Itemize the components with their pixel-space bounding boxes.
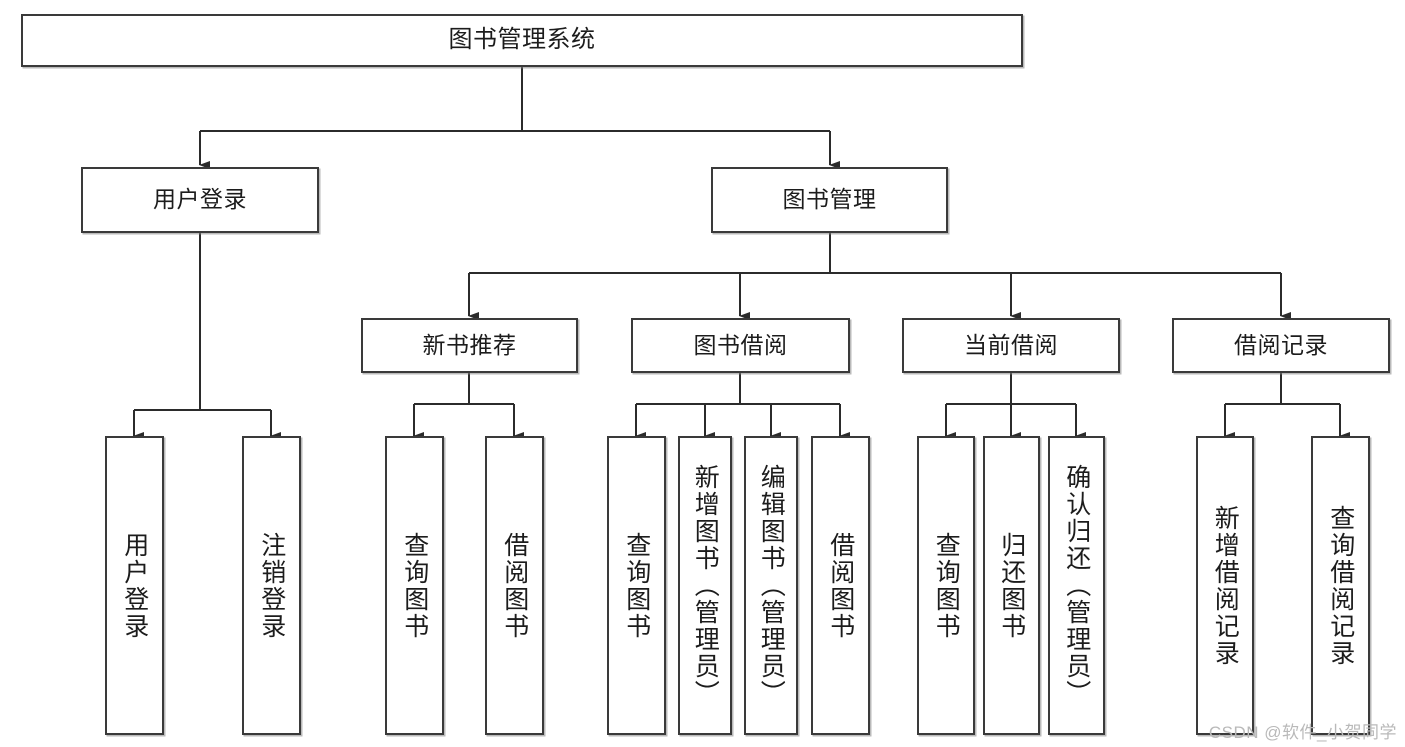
node-user-login[interactable]: 用户登录	[81, 167, 319, 233]
node-label: 查询图书	[622, 531, 651, 640]
node-label: 新增借阅记录	[1211, 504, 1240, 667]
node-label: 当前借阅	[964, 331, 1058, 358]
node-leaf-edit-book-admin[interactable]: 编辑图书（管理员）	[744, 436, 798, 735]
node-leaf-query-book-current[interactable]: 查询图书	[917, 436, 975, 735]
node-current-borrow[interactable]: 当前借阅	[902, 318, 1120, 373]
node-root-book-management-system[interactable]: 图书管理系统	[21, 14, 1023, 67]
node-label: 借阅记录	[1234, 331, 1328, 358]
node-label: 查询图书	[400, 531, 429, 640]
node-label: 归还图书	[997, 531, 1026, 640]
node-leaf-add-borrow-record[interactable]: 新增借阅记录	[1196, 436, 1254, 735]
node-label: 图书管理系统	[448, 26, 596, 54]
node-label: 用户登录	[120, 531, 149, 640]
node-leaf-confirm-return-admin[interactable]: 确认归还（管理员）	[1048, 436, 1105, 735]
node-new-book-recommend[interactable]: 新书推荐	[361, 318, 578, 373]
node-leaf-logout[interactable]: 注销登录	[242, 436, 301, 735]
node-borrow-record[interactable]: 借阅记录	[1172, 318, 1390, 373]
node-label: 注销登录	[257, 531, 286, 640]
node-leaf-query-book-borrow[interactable]: 查询图书	[607, 436, 666, 735]
node-leaf-borrow-book-recommend[interactable]: 借阅图书	[485, 436, 544, 735]
node-label: 新书推荐	[422, 331, 517, 358]
node-book-borrow[interactable]: 图书借阅	[631, 318, 850, 373]
node-label: 新增图书（管理员）	[691, 464, 720, 707]
node-label: 查询图书	[932, 531, 961, 640]
node-leaf-query-book-recommend[interactable]: 查询图书	[385, 436, 444, 735]
node-label: 图书管理	[782, 186, 877, 213]
node-label: 图书借阅	[693, 331, 788, 358]
node-label: 用户登录	[153, 186, 247, 213]
node-label: 确认归还（管理员）	[1062, 464, 1091, 707]
node-label: 编辑图书（管理员）	[757, 464, 786, 707]
node-label: 借阅图书	[500, 531, 529, 640]
node-label: 借阅图书	[826, 531, 855, 640]
node-label: 查询借阅记录	[1326, 504, 1355, 667]
node-leaf-query-borrow-record[interactable]: 查询借阅记录	[1311, 436, 1370, 735]
node-leaf-add-book-admin[interactable]: 新增图书（管理员）	[678, 436, 732, 735]
watermark: CSDN @软件_小贺同学	[1208, 723, 1397, 742]
node-leaf-return-book[interactable]: 归还图书	[983, 436, 1040, 735]
node-leaf-borrow-book[interactable]: 借阅图书	[811, 436, 870, 735]
node-book-management[interactable]: 图书管理	[711, 167, 948, 233]
node-leaf-user-login[interactable]: 用户登录	[105, 436, 164, 735]
